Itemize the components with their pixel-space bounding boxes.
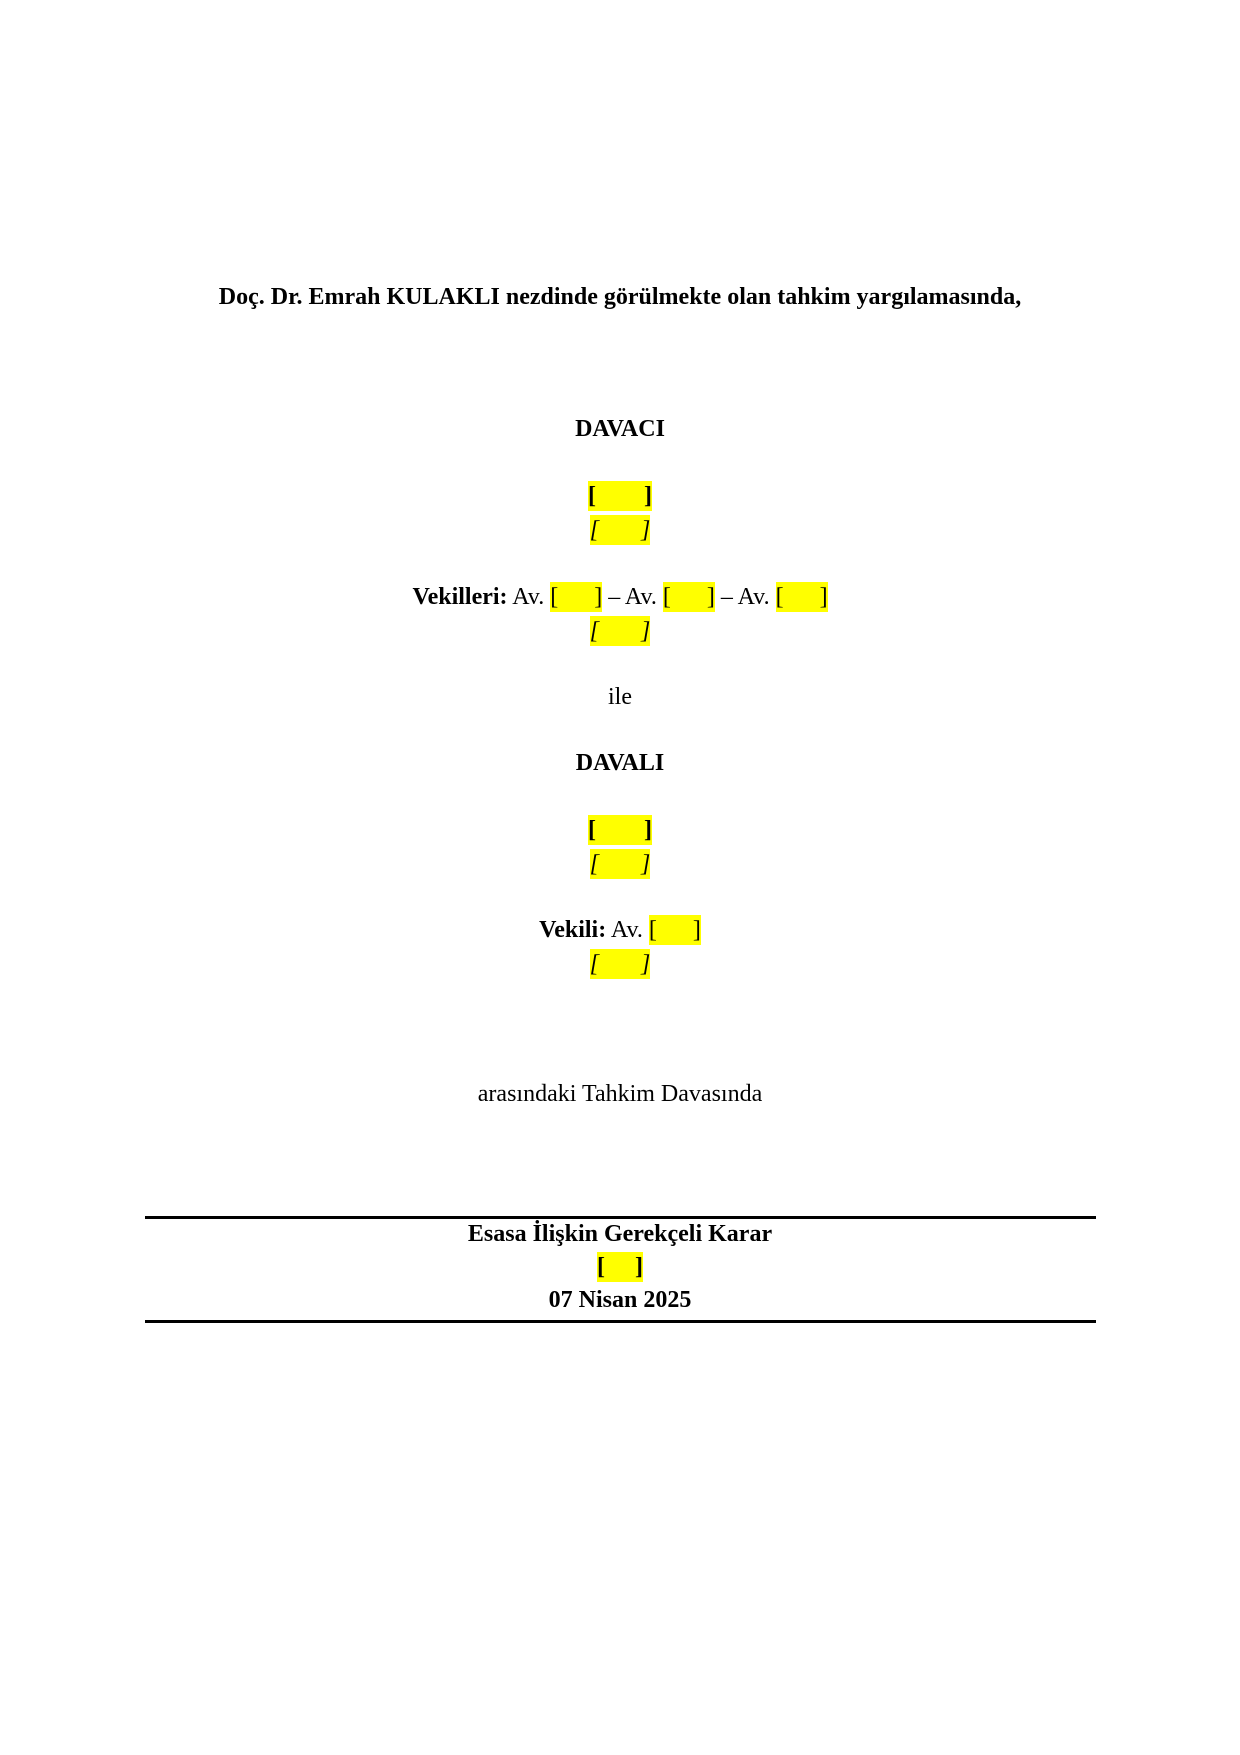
av-prefix: Av. [737,584,770,610]
bottom-rule [145,1320,1096,1323]
connector: ile [608,684,632,710]
top-rule [145,1216,1096,1219]
decision-date: 07 Nisan 2025 [548,1287,692,1313]
claimant-counsel-address: [ ] [589,616,651,646]
separator: – [608,584,621,610]
separator: – [720,584,733,610]
claimant-label: DAVACI [575,416,665,442]
respondent-counsel: Vekili: Av. [ ] [0,915,1240,945]
decision-title: Esasa İlişkin Gerekçeli Karar [467,1221,773,1247]
respondent-counsel-address: [ ] [589,949,651,979]
av-prefix: Av. [610,917,643,943]
counsel-label: Vekilleri: [412,584,508,610]
counsel-name-3: [ ] [775,582,828,612]
av-prefix: Av. [624,584,657,610]
decision-number: [ ] [597,1252,643,1282]
respondent-counsel-name: [ ] [648,915,701,945]
av-prefix: Av. [512,584,545,610]
counsel-label: Vekili: [539,917,607,943]
heading: Doç. Dr. Emrah KULAKLI nezdinde görülmek… [218,284,1022,310]
case-text: arasındaki Tahkim Davasında [477,1081,763,1107]
respondent-address-placeholder: [ ] [589,849,651,879]
respondent-label: DAVALI [575,750,665,776]
claimant-name-placeholder: [ ] [588,481,652,511]
counsel-name-2: [ ] [662,582,715,612]
respondent-name-placeholder: [ ] [588,815,652,845]
claimant-address-placeholder: [ ] [589,515,651,545]
claimant-counsel: Vekilleri: Av. [ ] – Av. [ ] – Av. [ ] [0,582,1240,612]
counsel-name-1: [ ] [550,582,603,612]
